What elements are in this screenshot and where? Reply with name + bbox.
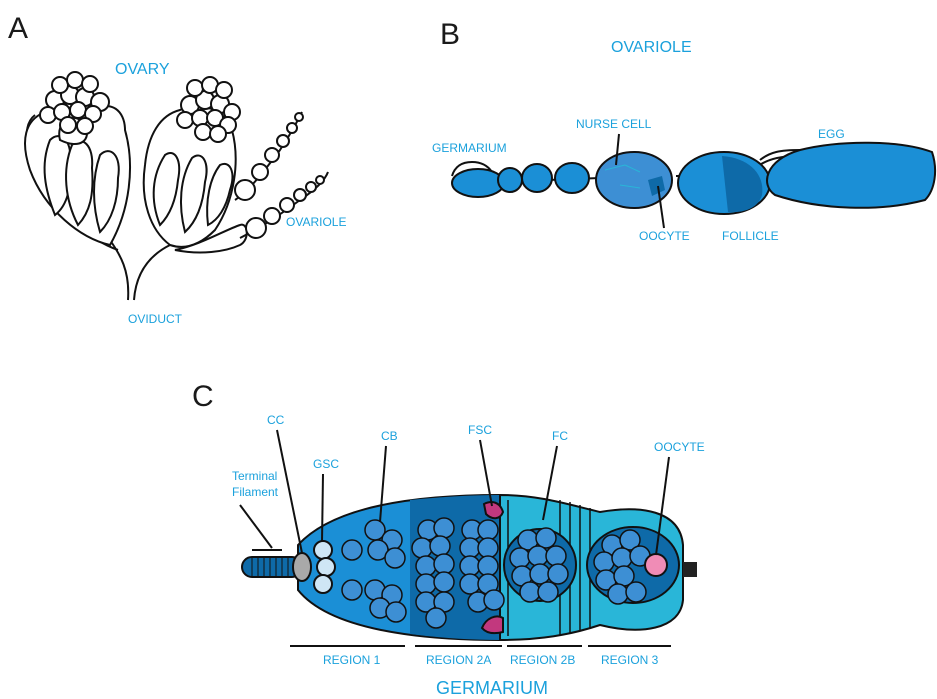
germarium-drawing <box>242 495 697 640</box>
cc-label: CC <box>267 413 285 427</box>
ovariole-label: OVARIOLE <box>286 215 346 229</box>
oocyte-label-b: OOCYTE <box>639 229 690 243</box>
germarium-b <box>452 169 504 197</box>
region-2a-label: REGION 2A <box>426 653 491 667</box>
region-3-label: REGION 3 <box>601 653 659 667</box>
region-1-label: REGION 1 <box>323 653 381 667</box>
ovariole-title: OVARIOLE <box>611 39 692 56</box>
ovary-title: OVARY <box>115 61 170 78</box>
region-2b-label: REGION 2B <box>510 653 575 667</box>
ovary-drawing <box>25 72 328 300</box>
oviduct-label: OVIDUCT <box>128 312 183 326</box>
panel-b-label: B <box>440 18 460 51</box>
oocyte-label-c: OOCYTE <box>654 440 705 454</box>
germarium-label-b: GERMARIUM <box>432 141 507 155</box>
cb-label: CB <box>381 429 398 443</box>
panel-c-label: C <box>192 380 214 413</box>
oocyte-c <box>645 554 667 576</box>
follicle-label: FOLLICLE <box>722 229 779 243</box>
fsc-label: FSC <box>468 423 492 437</box>
egg-b <box>767 143 935 208</box>
cap-cell <box>293 553 311 581</box>
terminal-filament-label-2: Filament <box>232 485 279 499</box>
nurse-cell-label: NURSE CELL <box>576 117 652 131</box>
germarium-title: GERMARIUM <box>436 678 548 698</box>
panel-a-label: A <box>8 12 28 45</box>
ovariole-chain <box>452 143 935 214</box>
gsc-label: GSC <box>313 457 339 471</box>
stalk <box>683 562 697 577</box>
egg-label: EGG <box>818 127 845 141</box>
terminal-filament-label-1: Terminal <box>232 469 277 483</box>
fc-label: FC <box>552 429 568 443</box>
